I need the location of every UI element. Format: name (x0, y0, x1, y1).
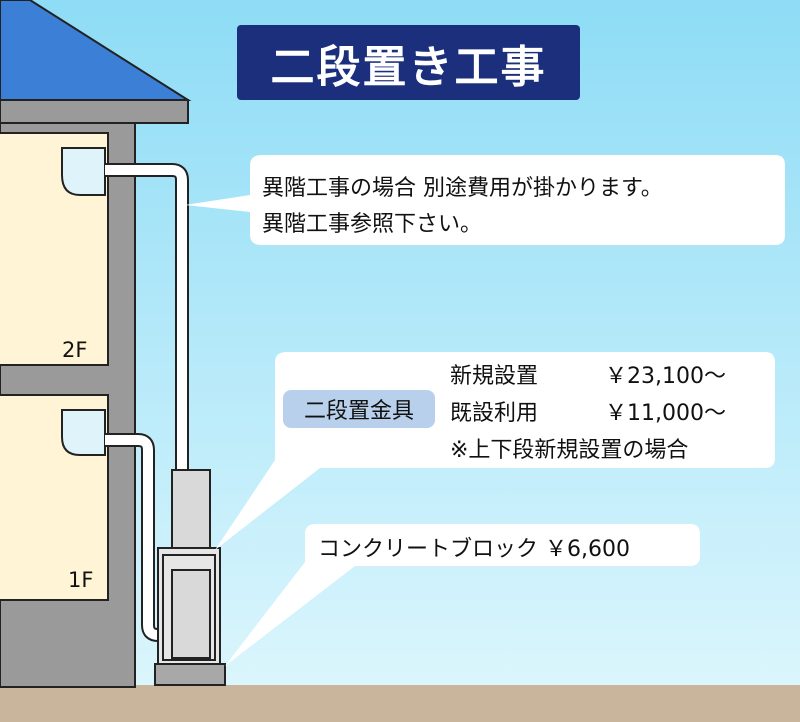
ground (0, 685, 800, 722)
outdoor-unit-lower (171, 569, 211, 659)
bracket-label-badge: 二段置金具 (283, 390, 435, 428)
indoor-unit-2f (61, 147, 106, 196)
floor-label-1f: 1F (68, 568, 94, 592)
page-title: 二段置き工事 (237, 25, 580, 100)
other-floor-note-line1: 異階工事の場合 別途費用が掛かります。 (262, 176, 663, 201)
concrete-block-price: コンクリートブロック ￥6,600 (318, 537, 630, 562)
bracket-price-existing: ￥11,000～ (605, 401, 726, 426)
bracket-note: ※上下段新規設置の場合 (450, 438, 689, 463)
bracket-item-new: 新規設置 (450, 364, 539, 389)
floor-label-2f: 2F (62, 338, 88, 362)
other-floor-note-line2: 異階工事参照下さい。 (262, 212, 483, 237)
bracket-item-existing: 既設利用 (450, 401, 539, 426)
bracket-price-new: ￥23,100～ (605, 364, 726, 389)
eave (0, 99, 189, 124)
callout-bubble-block (225, 524, 700, 666)
outdoor-unit-upper (171, 469, 211, 549)
callout-bubble-other-floor (185, 155, 785, 245)
concrete-block (154, 663, 226, 686)
indoor-unit-1f (61, 409, 106, 456)
